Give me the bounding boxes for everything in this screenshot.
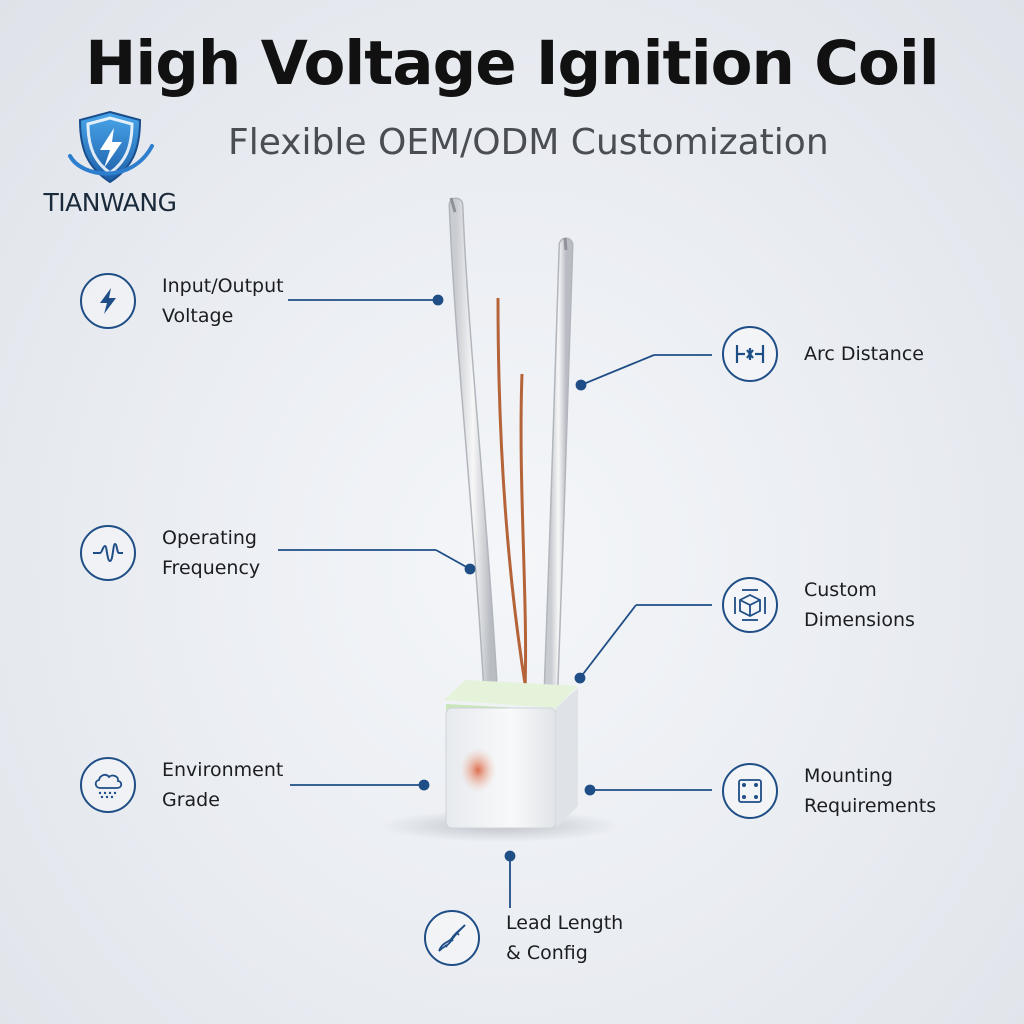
arc-gap-icon <box>735 345 765 363</box>
leader-lines <box>278 294 712 908</box>
hv-lead-right <box>545 239 572 696</box>
cube-dimensions-icon <box>734 589 766 621</box>
mounting-holes-icon <box>738 779 762 803</box>
feature-lead-length-config: Lead Length & Config <box>424 908 623 968</box>
feature-operating-frequency: Operating Frequency <box>80 523 260 583</box>
feature-custom-dimensions: Custom Dimensions <box>722 575 915 635</box>
feature-label-line: Frequency <box>162 557 261 579</box>
feature-environment-grade: Environment Grade <box>80 755 283 815</box>
hv-lead-left <box>450 199 496 686</box>
feature-label-line: Input/Output <box>162 275 284 297</box>
copper-lead-1 <box>496 297 528 691</box>
feature-label-line: Requirements <box>804 795 937 817</box>
feature-label-line: Custom <box>804 579 877 601</box>
page-subtitle: Flexible OEM/ODM Customization <box>228 122 829 163</box>
feature-label-line: Dimensions <box>804 609 915 631</box>
feature-input-output-voltage: Input/Output Voltage <box>80 271 284 331</box>
coil-top <box>444 680 578 708</box>
twisted-wire-icon <box>438 924 466 952</box>
feature-label-line: Arc Distance <box>804 343 924 365</box>
feature-label-line: Environment <box>162 759 284 781</box>
feature-mounting-requirements: Mounting Requirements <box>722 761 936 821</box>
page-title: High Voltage Ignition Coil <box>85 28 939 99</box>
feature-arc-distance: Arc Distance <box>722 326 924 382</box>
feature-label-line: Grade <box>162 789 220 811</box>
brand-name: TIANWANG <box>43 188 177 217</box>
waveform-icon <box>93 542 123 563</box>
feature-label-line: Voltage <box>162 305 234 327</box>
feature-label-line: Mounting <box>804 765 893 787</box>
cloud-rain-icon <box>94 773 123 799</box>
copper-lead-2 <box>519 373 528 691</box>
brand-logo: TIANWANG <box>30 106 190 220</box>
feature-label-line: Lead Length <box>506 912 624 934</box>
lightning-bolt-icon <box>100 288 116 314</box>
feature-label-line: Operating <box>162 527 257 549</box>
feature-label-line: & Config <box>506 942 588 964</box>
shield-lightning-logo-icon <box>68 110 154 184</box>
